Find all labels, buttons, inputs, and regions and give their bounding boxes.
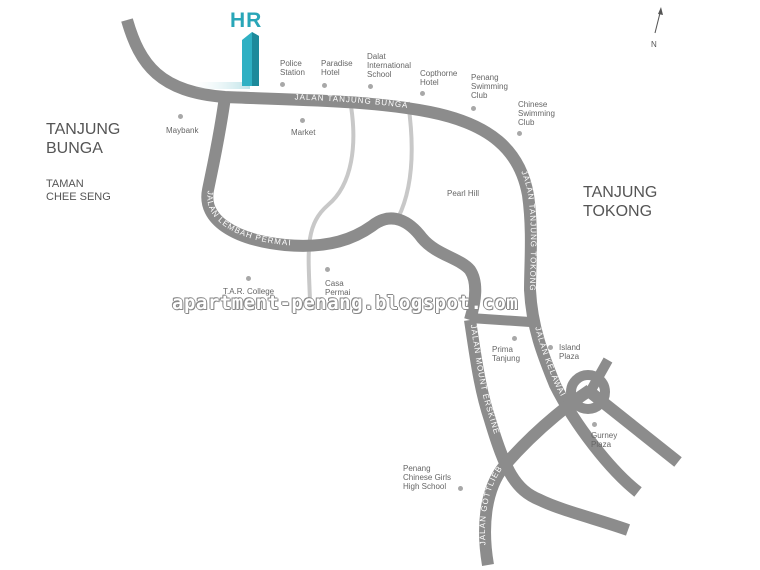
poi-dot [368,84,373,89]
poi-chinese-girls-school: Penang Chinese Girls High School [403,464,452,491]
poi-dot [420,91,425,96]
poi-penang-swimming-club: Penang Swimming Club [471,73,508,100]
poi-gurney-plaza: Gurney Plaza [591,431,618,449]
north-arrow-icon [654,7,663,34]
poi-copthorne-hotel: Copthorne Hotel [420,69,458,87]
hr-brand-label: HR [230,9,263,32]
minor-road-east [396,101,414,219]
poi-dot [246,276,251,281]
poi-maybank: Maybank [166,126,199,135]
poi-market: Market [291,128,316,137]
minor-road-west [306,99,356,301]
area-taman-chee-seng: TAMAN CHEE SENG [46,178,111,203]
poi-dot [512,336,517,341]
road-label-lembah-permai: JALAN LEMBAH PERMAI [205,190,292,247]
poi-dot [280,82,285,87]
poi-tar-college: T.A.R. College [223,287,275,296]
road-jalan-mount-erskine [464,319,631,536]
hr-glow [195,82,250,89]
poi-dot [592,422,597,427]
roundabout [566,370,610,414]
poi-dot [548,345,553,350]
poi-pearl-hill: Pearl Hill [447,189,480,198]
poi-dot [471,106,476,111]
road-jalan-lembah-permai [201,96,482,322]
poi-prima-tanjung: Prima Tanjung [492,345,521,363]
poi-dot [325,267,330,272]
road-connector [469,313,531,327]
road-jalan-tanjung-bunga [121,18,642,497]
poi-chinese-swimming-club: Chinese Swimming Club [518,100,555,127]
poi-dot [517,131,522,136]
area-tanjung-bunga: TANJUNG BUNGA [46,121,121,157]
poi-dot [458,486,463,491]
poi-casa-permai: Casa Permai [325,279,351,297]
poi-dalat-school: Dalat International School [367,52,412,79]
poi-dot [178,114,183,119]
watermark: apartment-penang.blogspot.com [172,292,519,314]
poi-police-station: Police Station [280,59,305,77]
north-label: N [651,40,657,49]
poi-dot [300,118,305,123]
poi-paradise-hotel: Paradise Hotel [321,59,353,77]
hr-building-icon [242,32,259,86]
area-tanjung-tokong: TANJUNG TOKONG [583,184,658,220]
poi-dot [322,83,327,88]
poi-island-plaza: Island Plaza [559,343,581,361]
